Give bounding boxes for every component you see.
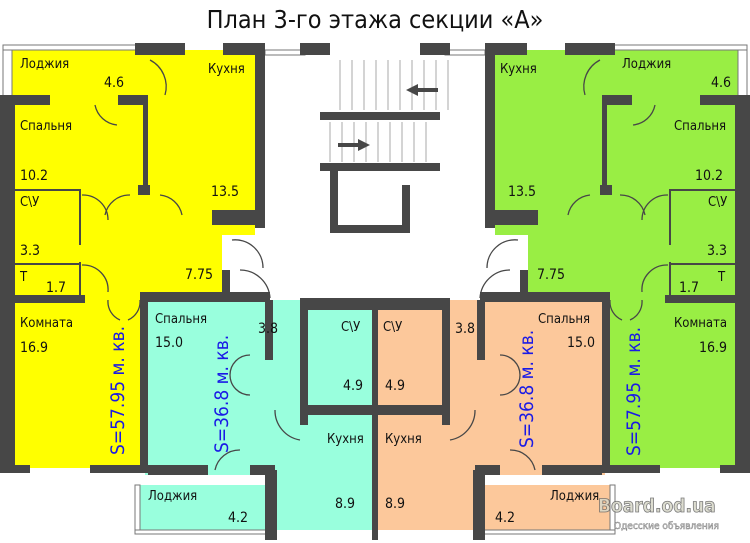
room-area: 4.6: [104, 75, 124, 91]
doors: [81, 59, 669, 471]
labels-right-large: Кухня 13.5 Лоджия 4.6 Спальня 10.2 С\У 3…: [500, 57, 731, 456]
wall: [330, 225, 410, 233]
hall-area: 3.8: [455, 321, 475, 337]
hall-area: 7.75: [185, 267, 213, 283]
room-label: Лоджия: [148, 489, 197, 504]
room-label: Кухня: [327, 432, 364, 447]
fill: [140, 485, 275, 530]
room-label: Комната: [20, 316, 73, 331]
arrow-right-icon: [338, 139, 370, 151]
room-area: 10.2: [20, 168, 48, 184]
room-label: Спальня: [20, 119, 72, 134]
room-label: Комната: [674, 316, 727, 331]
fill: [12, 235, 222, 300]
fill: [375, 300, 605, 475]
room-area: 1.7: [46, 280, 66, 296]
window: [474, 529, 616, 535]
room-area: 4.2: [228, 510, 248, 526]
hall-area: 3.8: [258, 321, 278, 337]
wall: [320, 112, 440, 120]
room-area: 10.2: [695, 168, 723, 184]
hall-area: 7.75: [537, 267, 565, 283]
labels-left-large: Лоджия 4.6 Кухня 13.5 Спальня 10.2 С\У 3…: [19, 57, 245, 455]
room-area: 16.9: [699, 340, 727, 356]
room-area: 13.5: [508, 184, 536, 200]
room-area: 15.0: [567, 335, 595, 351]
plan-title: План 3-го этажа секции «А»: [207, 5, 544, 34]
room-label: С\У: [20, 195, 39, 210]
room-label: Спальня: [674, 119, 726, 134]
labels-right-small: Спальня 15.0 S=36.8 м. кв. 3.8 С\У 4.9 К…: [383, 312, 599, 526]
watermark-subtitle: Одесские объявления: [614, 520, 719, 532]
fill: [475, 485, 610, 530]
window: [2, 44, 139, 51]
room-label: С\У: [708, 195, 727, 210]
apartment-area: S=57.95 м. кв.: [623, 327, 645, 456]
fill: [12, 300, 142, 468]
room-label: Кухня: [500, 62, 537, 77]
apartment-right-small: [375, 300, 610, 530]
room-area: 1.7: [679, 280, 699, 296]
room-area: 16.9: [20, 340, 48, 356]
room-area: 8.9: [385, 496, 405, 512]
apartment-area: S=36.8 м. кв.: [516, 330, 538, 448]
wall: [402, 185, 410, 230]
fill: [528, 235, 738, 300]
window: [134, 529, 276, 535]
room-area: 4.2: [495, 510, 515, 526]
room-label: Т: [19, 270, 28, 285]
window: [444, 49, 486, 56]
apartment-right-large: [495, 50, 738, 468]
room-area: 4.9: [385, 378, 405, 394]
watermark: Board.od.ua Одесские объявления: [598, 495, 720, 533]
partitions: [15, 189, 735, 300]
room-label: С\У: [383, 320, 402, 335]
apartment-left-small: [140, 300, 375, 530]
fill: [275, 470, 375, 530]
room-area: 8.9: [335, 496, 355, 512]
room-label: Лоджия: [622, 57, 671, 72]
window: [264, 49, 306, 56]
room-area: 3.3: [707, 243, 727, 259]
apartment-area: S=36.8 м. кв.: [211, 335, 233, 453]
fill: [495, 50, 738, 235]
apartment-left-large: [12, 50, 255, 468]
fill: [375, 470, 475, 530]
walls: [0, 43, 750, 540]
window: [611, 44, 748, 51]
staircase: [320, 60, 449, 233]
room-label: С\У: [341, 320, 360, 335]
room-label: Лоджия: [550, 489, 599, 504]
room-label: Кухня: [208, 62, 245, 77]
window: [2, 46, 13, 98]
room-area: 4.9: [343, 378, 363, 394]
fill: [145, 300, 375, 475]
room-label: Т: [717, 270, 726, 285]
arrow-left-icon: [406, 84, 438, 96]
fill: [12, 50, 255, 235]
room-area: 4.6: [711, 75, 731, 91]
watermark-site: Board.od.ua: [598, 495, 716, 517]
wall: [330, 171, 338, 231]
labels-left-small: Спальня 15.0 S=36.8 м. кв. 3.8 С\У 4.9 К…: [148, 312, 364, 526]
wall: [320, 163, 440, 171]
room-area: 13.5: [211, 184, 239, 200]
room-area: 15.0: [155, 335, 183, 351]
fill: [608, 300, 738, 468]
room-label: Спальня: [155, 312, 207, 327]
room-label: Спальня: [538, 312, 590, 327]
room-label: Кухня: [385, 432, 422, 447]
room-area: 3.3: [20, 243, 40, 259]
room-label: Лоджия: [20, 57, 69, 72]
window: [737, 46, 748, 98]
apartment-area: S=57.95 м. кв.: [107, 326, 129, 455]
window: [134, 484, 141, 533]
